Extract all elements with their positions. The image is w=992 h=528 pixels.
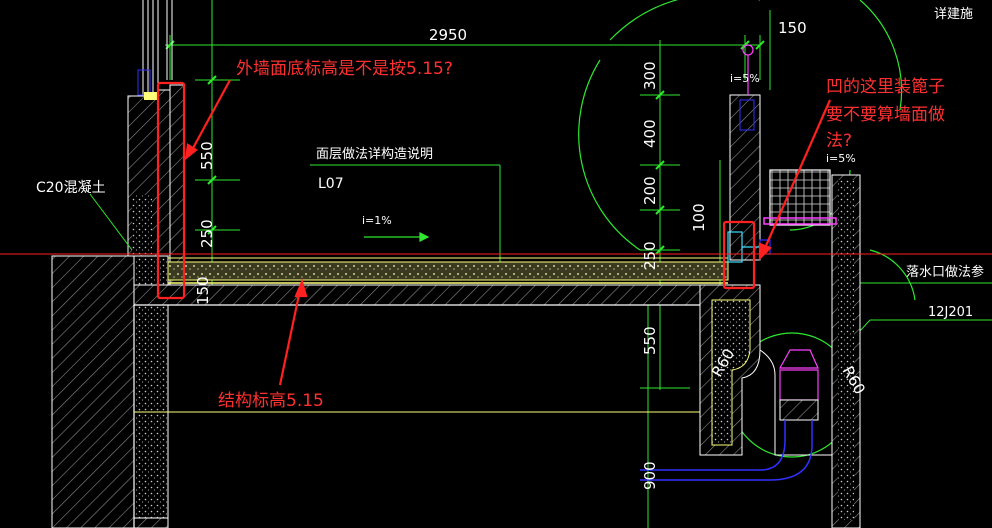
- label-slope-top1: i=5%: [730, 72, 760, 85]
- annotation-structure-level: 结构标高5.15: [218, 391, 324, 411]
- dim-250-left: 250: [198, 219, 216, 248]
- dim-250-mid: 250: [641, 241, 659, 270]
- dim-100: 100: [690, 203, 708, 232]
- label-drain-code: 12J201: [928, 305, 973, 320]
- drain-pipe: [640, 420, 813, 481]
- dim-150-left: 150: [194, 276, 212, 305]
- label-slope-top2: i=5%: [826, 152, 856, 165]
- room-below: [133, 304, 714, 528]
- label-concrete: C20混凝土: [36, 180, 106, 196]
- annotation-grate-line3: 法?: [826, 131, 852, 151]
- annotation-grate-line2: 要不要算墙面做: [826, 105, 945, 125]
- label-drain-note: 落水口做法参: [906, 264, 984, 280]
- dim-550-left: 550: [198, 141, 216, 170]
- far-right-wall: [759, 174, 861, 528]
- label-detail-note: 详建施: [934, 7, 973, 22]
- label-floor-code: L07: [318, 176, 344, 192]
- dim-400: 400: [641, 119, 659, 148]
- annotation-grate-line1: 凹的这里装篦子: [826, 77, 945, 97]
- window-mullion: [142, 0, 173, 95]
- dim-300: 300: [641, 61, 659, 90]
- dim-900: 900: [641, 461, 659, 490]
- left-parapet: [127, 84, 185, 286]
- roof-slab: [133, 257, 729, 306]
- red-markups: [156, 79, 832, 386]
- label-slope-floor: i=1%: [362, 214, 392, 227]
- right-beam: [699, 284, 761, 456]
- dim-150-top: 150: [778, 19, 807, 37]
- slope-arrow: [364, 232, 430, 242]
- concrete-leader: [89, 193, 133, 251]
- dim-2950: 2950: [429, 26, 467, 44]
- dim-550-mid: 550: [641, 326, 659, 355]
- annotation-wall-base: 外墙面底标高是不是按5.15?: [236, 59, 453, 79]
- dim-200: 200: [641, 176, 659, 205]
- label-floor-note: 面层做法详构造说明: [316, 147, 433, 162]
